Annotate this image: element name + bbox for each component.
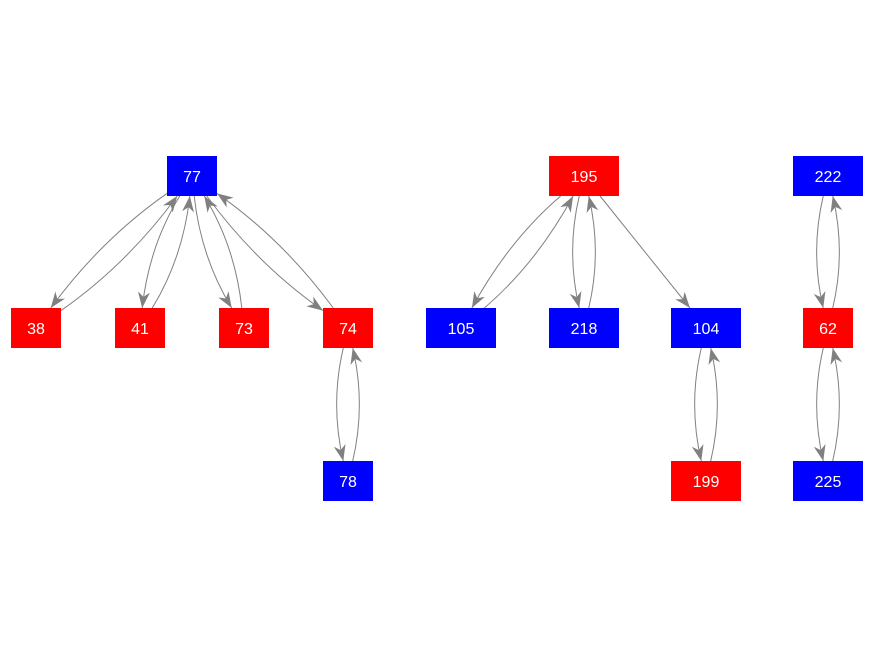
- edge-225-to-62: [832, 347, 840, 462]
- edge-77-to-73: [193, 195, 233, 309]
- arrowhead-78-to-74: [350, 348, 363, 365]
- arrowhead-74-to-77: [217, 193, 234, 208]
- node-box-104: [671, 308, 741, 348]
- edge-77-to-38: [50, 193, 168, 309]
- edge-77-to-74: [206, 195, 324, 311]
- edge-73-to-77: [203, 195, 243, 309]
- nodes-layer: 77 38 41 73 74 78 195 105 218 104 199 222 62 225: [11, 156, 863, 501]
- node-label-38: 38: [27, 321, 45, 338]
- node-62: 62: [803, 308, 853, 348]
- node-74: 74: [323, 308, 373, 348]
- node-78: 78: [323, 461, 373, 501]
- node-box-222: [793, 156, 863, 196]
- edge-62-to-222: [832, 195, 840, 309]
- node-box-74: [323, 308, 373, 348]
- edge-195-to-104: [599, 195, 691, 309]
- node-box-218: [549, 308, 619, 348]
- node-label-222: 222: [815, 169, 842, 186]
- node-41: 41: [115, 308, 165, 348]
- arrowhead-195-to-105: [471, 291, 485, 308]
- edge-195-to-218: [572, 195, 580, 309]
- edge-74-to-78: [336, 347, 344, 462]
- edge-105-to-195: [484, 195, 574, 309]
- node-box-225: [793, 461, 863, 501]
- node-label-62: 62: [819, 321, 837, 338]
- node-38: 38: [11, 308, 61, 348]
- arrowhead-77-to-73: [218, 291, 232, 308]
- arrowhead-199-to-104: [708, 348, 721, 365]
- node-195: 195: [549, 156, 619, 196]
- node-box-77: [167, 156, 217, 196]
- arrowhead-105-to-195: [560, 196, 574, 213]
- node-77: 77: [167, 156, 217, 196]
- node-box-38: [11, 308, 61, 348]
- edge-77-to-41: [141, 195, 181, 309]
- edge-222-to-62: [816, 195, 824, 309]
- node-label-225: 225: [815, 474, 842, 491]
- arrowhead-195-to-218: [569, 291, 582, 308]
- edges-layer: [50, 193, 843, 462]
- node-label-218: 218: [571, 321, 598, 338]
- arrowhead-195-to-104: [675, 291, 690, 308]
- arrowhead-73-to-77: [204, 196, 218, 213]
- edge-38-to-77: [60, 195, 178, 311]
- node-225: 225: [793, 461, 863, 501]
- arrowhead-104-to-199: [691, 444, 704, 461]
- arrowhead-41-to-77: [182, 196, 195, 213]
- node-label-105: 105: [448, 321, 475, 338]
- node-box-78: [323, 461, 373, 501]
- node-218: 218: [549, 308, 619, 348]
- node-label-199: 199: [693, 474, 720, 491]
- edge-74-to-77: [216, 193, 334, 309]
- edge-218-to-195: [588, 195, 596, 309]
- node-label-73: 73: [235, 321, 253, 338]
- edge-199-to-104: [710, 347, 718, 462]
- node-label-41: 41: [131, 321, 149, 338]
- node-box-105: [426, 308, 496, 348]
- arrowhead-222-to-62: [813, 291, 826, 308]
- node-box-41: [115, 308, 165, 348]
- arrowhead-225-to-62: [830, 348, 843, 365]
- node-73: 73: [219, 308, 269, 348]
- edge-41-to-77: [151, 195, 191, 309]
- node-box-195: [549, 156, 619, 196]
- arrowhead-62-to-225: [813, 444, 826, 461]
- arrowhead-218-to-195: [586, 196, 599, 213]
- node-label-195: 195: [571, 169, 598, 186]
- node-box-73: [219, 308, 269, 348]
- arrowhead-38-to-77: [162, 196, 178, 213]
- edge-104-to-199: [694, 347, 702, 462]
- arrowhead-62-to-222: [830, 196, 843, 213]
- arrowhead-77-to-74: [306, 296, 323, 311]
- edge-62-to-225: [816, 347, 824, 462]
- node-105: 105: [426, 308, 496, 348]
- arrowhead-77-to-41: [137, 291, 150, 308]
- node-label-74: 74: [339, 321, 357, 338]
- node-199: 199: [671, 461, 741, 501]
- arrowhead-77-to-38: [50, 291, 66, 308]
- node-222: 222: [793, 156, 863, 196]
- arrowhead-74-to-78: [333, 444, 346, 461]
- node-104: 104: [671, 308, 741, 348]
- node-label-78: 78: [339, 474, 357, 491]
- node-label-104: 104: [693, 321, 720, 338]
- node-label-77: 77: [183, 169, 201, 186]
- edge-78-to-74: [352, 347, 360, 462]
- node-box-199: [671, 461, 741, 501]
- edge-195-to-105: [471, 195, 561, 309]
- node-box-62: [803, 308, 853, 348]
